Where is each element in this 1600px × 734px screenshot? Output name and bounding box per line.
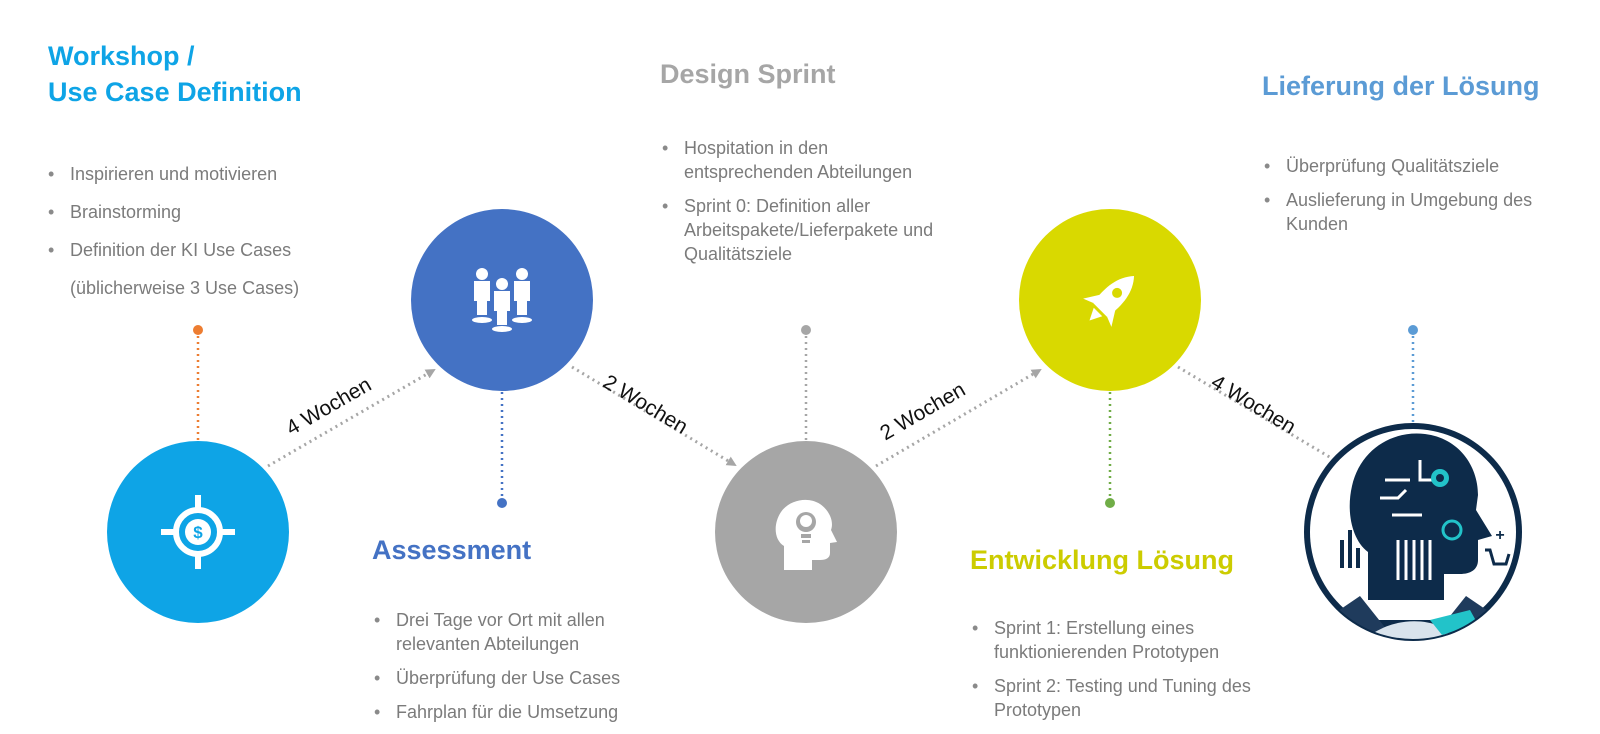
people-group-icon [472,268,532,332]
bullet-item-continued: (üblicherweise 3 Use Cases) [70,278,300,298]
bullets-assessment: Drei Tage vor Ort mit allen relevanten A… [372,608,642,734]
heading-design-sprint: Design Sprint [660,56,836,92]
connector-assessment [497,392,507,508]
heading-lieferung: Lieferung der Lösung [1262,68,1540,104]
head-lightbulb-icon [775,499,837,570]
connector-design-sprint [801,325,811,441]
heading-workshop-line-2: Use Case Definition [48,77,302,107]
stage-circle-workshop: $ [107,441,289,623]
bullet-item: Sprint 2: Testing und Tuning des Prototy… [970,674,1270,722]
bullet-item: Fahrplan für die Umsetzung [372,700,642,724]
bullet-item: Überprüfung Qualitätsziele [1262,154,1552,178]
heading-entwicklung-text: Entwicklung Lösung [970,545,1234,575]
heading-assessment: Assessment [372,532,531,568]
heading-workshop: Workshop / Use Case Definition [48,38,302,110]
heading-entwicklung: Entwicklung Lösung [970,542,1234,578]
heading-assessment-text: Assessment [372,535,532,565]
bullet-item: Drei Tage vor Ort mit allen relevanten A… [372,608,642,656]
target-dollar-icon: $ [161,495,235,569]
bullets-workshop: Inspirieren und motivieren Brainstorming… [46,162,346,314]
bullet-item: Inspirieren und motivieren [46,162,346,186]
bullet-item: Brainstorming [46,200,346,224]
svg-text:$: $ [193,523,203,542]
heading-workshop-line-1: Workshop / [48,41,195,71]
bullets-lieferung: Überprüfung Qualitätsziele Auslieferung … [1262,154,1552,246]
heading-lieferung-text: Lieferung der Lösung [1262,71,1540,101]
connector-entwicklung [1105,392,1115,508]
heading-design-sprint-text: Design Sprint [660,59,836,89]
stage-circle-assessment [411,209,593,391]
connector-workshop [193,325,203,441]
bullet-item: Sprint 1: Erstellung eines funktionieren… [970,616,1270,664]
bullet-item: Überprüfung der Use Cases [372,666,642,690]
connector-lieferung [1408,325,1418,425]
bullet-item: Sprint 0: Definition aller Arbeitspakete… [660,194,960,266]
stage-circle-entwicklung [1019,209,1201,391]
rocket-icon [1083,275,1135,327]
bullet-item: Auslieferung in Umgebung des Kunden [1262,188,1552,236]
bullets-entwicklung: Sprint 1: Erstellung eines funktionieren… [970,616,1270,732]
bullet-item: Hospitation in den entsprechenden Abteil… [660,136,960,184]
stage-circle-design-sprint [715,441,897,623]
arrow-design-sprint-entwicklung [875,368,1042,468]
ai-head-handshake-icon: + [1304,423,1522,641]
svg-text:+: + [1495,527,1504,544]
arrow-entwicklung-lieferung [1177,365,1345,467]
bullets-design-sprint: Hospitation in den entsprechenden Abteil… [660,136,960,276]
bullet-item: Definition der KI Use Cases [46,238,346,262]
arrow-workshop-assessment [267,368,436,468]
arrow-assessment-design-sprint [571,365,737,467]
